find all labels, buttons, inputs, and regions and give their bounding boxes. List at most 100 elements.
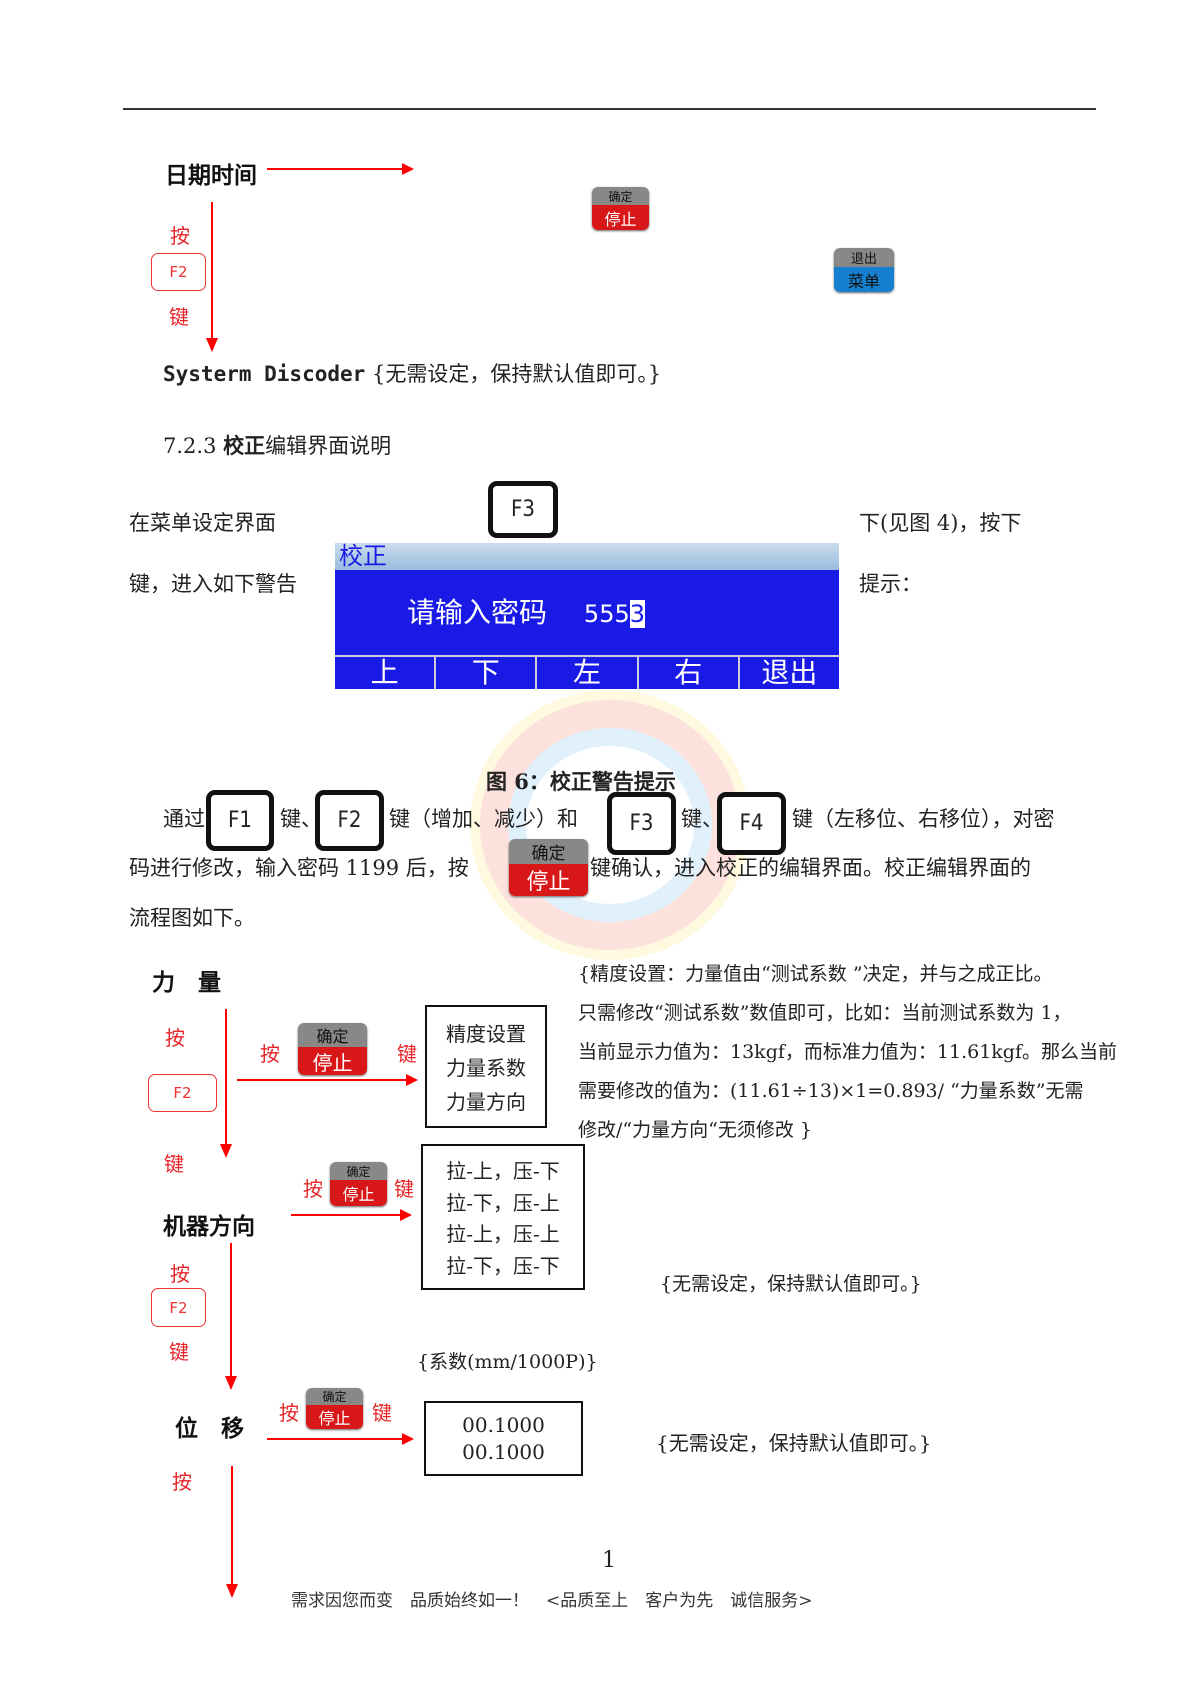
displacement-note: {无需设定，保持默认值即可。} [656,1431,932,1455]
press-label: 按 [165,1026,185,1050]
lcd-screen: 校正 请输入密码 5553 上 下 左 右 退出 [335,543,839,689]
box-item: 00.1000 [462,1412,545,1437]
flow-line [225,1009,227,1144]
box-item: 拉-下，压-下 [446,1253,560,1278]
page-number: 1 [602,1548,616,1573]
softkey-exit: 退出 [761,656,818,689]
note-line: 当前显示力值为：13kgf，而标准力值为：11.61kgf。那么当前 [578,1041,1117,1063]
intro-line1-right: 下(见图 4)，按下 [859,511,1022,535]
key-bottom-label: 停止 [592,205,649,230]
para-text: 键（增加、减少）和 [389,807,578,831]
force-note: {精度设置：力量值由“测试系数 ”决定，并与之成正比。 只需修改“测试系数”数值… [578,955,1117,1150]
arrow-head [220,1144,232,1158]
arrow-head [402,1433,414,1445]
box-item: 精度设置 [446,1021,526,1046]
key-label: 键 [169,1340,189,1364]
intro-line2-left: 键，进入如下警告 [129,572,297,596]
confirm-stop-key: 确定 停止 [330,1162,387,1206]
displacement-label: 位 移 [175,1415,244,1442]
displacement-values-box: 00.1000 00.1000 [424,1401,583,1476]
confirm-stop-key: 确定 停止 [298,1023,367,1075]
arrow-head [402,163,414,175]
flow-line [230,1243,232,1376]
key-top-label: 确定 [298,1023,367,1047]
section-number: 7.2.3 [163,434,217,458]
section-title-bold: 校正 [223,433,266,458]
softkey-right: 右 [639,657,740,689]
figure-caption: 图 6：校正警告提示 [486,769,676,794]
note-line: 修改/“力量方向“无须修改 } [578,1119,812,1141]
intro-line2-right: 提示： [859,572,922,596]
para-text: 键、 [681,807,723,831]
f2-key: F2 [315,790,384,851]
confirm-stop-key: 确定 停止 [306,1388,363,1429]
press-label: 按 [260,1042,280,1066]
no-setting-note: {无需设定，保持默认值即可。} [371,362,662,386]
key-bottom-label: 停止 [330,1180,387,1206]
key-label: 键 [164,1152,184,1176]
key-label: 键 [397,1042,417,1066]
section-title: 编辑界面说明 [265,434,392,458]
arrow-line [267,1438,403,1440]
para-line3: 流程图如下。 [129,906,255,930]
intro-line1-left: 在菜单设定界面 [129,511,276,535]
systerm-discoder-label: Systerm Discoder {无需设定，保持默认值即可。} [163,362,661,386]
key-label: 键 [169,305,189,329]
f3-key: F3 [607,792,676,855]
f2-key: F2 [148,1074,217,1112]
arrow-head [206,338,218,352]
direction-note: {无需设定，保持默认值即可。} [660,1273,922,1295]
note-line: 只需修改“测试系数”数值即可，比如：当前测试系数为 1， [578,1002,1072,1024]
softkey-down: 下 [436,657,538,689]
note-line: {精度设置：力量值由“测试系数 ”决定，并与之成正比。 [578,963,1053,985]
press-label: 按 [279,1401,299,1425]
lcd-softkey-bar: 上 下 左 右 退出 [335,655,839,689]
arrow-head [226,1584,238,1598]
box-item: 力量方向 [446,1090,526,1115]
lcd-title: 校正 [339,542,387,570]
press-label: 按 [170,224,190,248]
exit-menu-key: 退出 菜单 [834,248,894,292]
key-bottom-label: 菜单 [834,267,894,292]
confirm-stop-key: 确定 停止 [509,839,588,896]
key-label: 键 [394,1177,414,1201]
key-top-label: 确定 [330,1162,387,1181]
box-item: 力量系数 [446,1055,526,1080]
note-line: 需要修改的值为：(11.61÷13)×1=0.893/ “力量系数”无需 [578,1080,1084,1102]
key-label: 键 [372,1401,392,1425]
key-bottom-label: 停止 [509,864,588,896]
box-item: 00.1000 [462,1440,545,1465]
lcd-cursor: 3 [629,600,646,628]
f1-key: F1 [206,790,274,851]
arrow-line [267,168,403,170]
softkey-up: 上 [335,657,437,689]
key-bottom-label: 停止 [298,1047,367,1075]
f3-key: F3 [488,481,558,538]
f2-key: F2 [151,253,206,291]
key-top-label: 退出 [834,248,894,267]
f4-key: F4 [717,792,786,855]
press-label: 按 [170,1262,190,1286]
direction-label: 机器方向 [163,1213,255,1240]
para-line2-a: 码进行修改，输入密码 1199 后，按 [129,856,469,880]
arrow-head [406,1074,418,1086]
arrow-line [291,1214,401,1216]
systerm-discoder: Systerm Discoder [163,362,366,386]
lcd-prompt: 请输入密码 [407,596,548,629]
key-top-label: 确定 [306,1388,363,1406]
para-lead: 通过 [163,807,205,831]
key-bottom-label: 停止 [306,1405,363,1429]
header-rule [123,108,1096,110]
press-label: 按 [172,1470,192,1494]
lcd-title-bar: 校正 [335,543,839,570]
para-line2-b: 键确认，进入校正的编辑界面。校正编辑界面的 [590,856,1031,880]
f2-key: F2 [151,1288,206,1327]
coefficient-label: {系数(mm/1000P)} [417,1351,598,1373]
box-item: 拉-上，压-下 [446,1159,560,1184]
para-text: 键（左移位、右移位），对密 [792,807,1055,831]
box-item: 拉-下，压-上 [446,1190,560,1215]
confirm-stop-key: 确定 停止 [592,187,649,230]
lcd-prompt-row: 请输入密码 5553 [407,591,646,631]
box-item: 拉-上，压-上 [446,1222,560,1247]
